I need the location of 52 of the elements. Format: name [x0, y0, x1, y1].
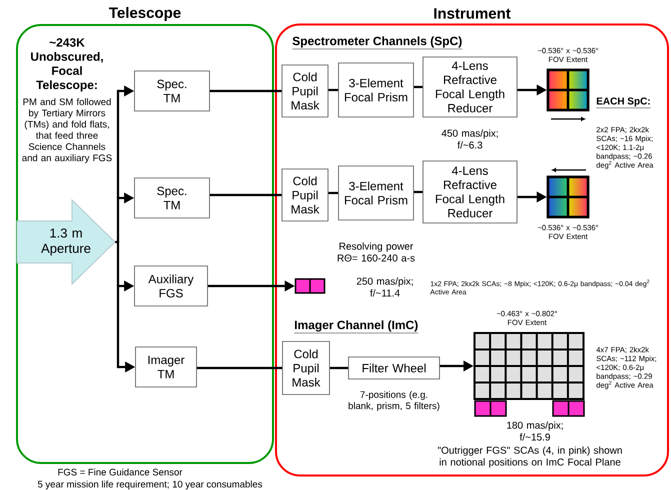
annotation-text: 450 mas/pix; f/~6.3 — [442, 129, 498, 149]
heading-text: ~243K Unobscured, Focal Telescope: — [31, 38, 103, 92]
trunk-line — [116, 90, 120, 200]
section-heading: EACH SpC: — [596, 97, 651, 108]
process-box: 4-Lens Refractive Focal Length Reducer — [422, 160, 518, 224]
detector-drawing — [546, 68, 590, 112]
process-box: Spec. TM — [134, 178, 210, 218]
trunk-line — [116, 240, 120, 288]
arrow — [118, 280, 134, 292]
detector-drawing — [294, 278, 326, 294]
process-box: Cold Pupil Mask — [282, 168, 328, 222]
footnote-text: "Outrigger FGS" SCAs (4, in pink) shown in notional positions on ImC Focal Plane — [438, 446, 622, 468]
connector-line — [328, 88, 338, 92]
trunk-line — [116, 284, 120, 368]
trunk-line — [115, 240, 118, 244]
arrow — [440, 360, 474, 372]
process-box: 4-Lens Refractive Focal Length Reducer — [422, 56, 518, 118]
process-box: Spec. TM — [134, 70, 210, 112]
section-heading: Imager Channel (ImC) — [294, 320, 418, 334]
arrow — [118, 192, 134, 204]
connector-line — [330, 366, 348, 370]
panel-title: Telescope — [109, 7, 181, 21]
panel-title: Instrument — [434, 8, 511, 19]
process-box: Auxiliary FGS — [134, 266, 208, 306]
process-box: 3-Element Focal Prism — [338, 166, 414, 220]
section-heading: Spectrometer Channels (SpC) — [292, 36, 462, 50]
footnote-text: 5 year mission life requirement; 10 year consumables — [38, 480, 262, 490]
connector-line — [328, 192, 338, 194]
annotation-text: Resolving power RΘ= 160-240 a-s — [338, 242, 415, 262]
annotation-text: 250 mas/pix; f/~11.4 — [356, 277, 413, 297]
annotation-text: 180 mas/pix; f/~15.9 — [507, 421, 563, 441]
detector-drawing — [546, 176, 590, 218]
connector-line — [414, 86, 423, 88]
annotation-text: 7-positions (e.g. blank, prism, 5 filters) — [348, 390, 440, 412]
arrow — [118, 362, 136, 372]
connector-line — [210, 90, 282, 92]
process-box: Filter Wheel — [348, 356, 440, 380]
description-text: PM and SM followed by Tertiary Mirrors (TMs) and fold flats, that feed three Science Channels and an auxiliary FGS — [22, 98, 112, 164]
arrow — [208, 280, 295, 292]
connector-line — [414, 190, 423, 194]
footnote-text: FGS = Fine Guidance Sensor — [58, 468, 182, 476]
arrow — [517, 192, 547, 202]
connector-line — [210, 194, 282, 196]
arrow — [118, 86, 134, 96]
process-box: Imager TM — [135, 346, 197, 388]
detector-grid-drawing — [474, 332, 584, 400]
process-box: Cold Pupil Mask — [282, 64, 328, 118]
connector-line — [196, 366, 282, 370]
trunk-line — [116, 196, 120, 244]
arrow — [517, 84, 547, 96]
process-box: 3-Element Focal Prism — [338, 62, 414, 118]
process-box: Cold Pupil Mask — [282, 341, 330, 395]
